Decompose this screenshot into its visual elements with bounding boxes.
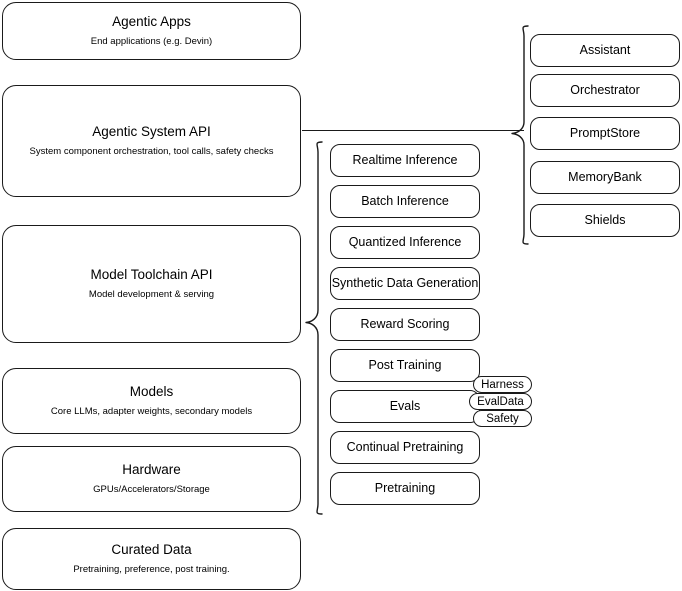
layer-title: Models <box>129 384 174 400</box>
layer-title: Hardware <box>122 462 181 478</box>
eval-badge-harness[interactable]: Harness <box>473 376 532 393</box>
system-item-label: PromptStore <box>569 125 641 140</box>
system-item-promptstore[interactable]: PromptStore <box>530 117 680 150</box>
toolchain-item-label: Synthetic Data Generation <box>331 275 479 290</box>
layer-title: Agentic Apps <box>112 14 191 30</box>
system-item-label: Orchestrator <box>570 82 640 97</box>
system-api-connector-line <box>302 130 524 132</box>
system-item-label: Assistant <box>579 42 631 57</box>
layer-title: Curated Data <box>111 542 192 558</box>
system-item-label: Shields <box>584 212 626 227</box>
toolchain-item-synthetic-data-generation[interactable]: Synthetic Data Generation <box>330 267 480 300</box>
system-item-assistant[interactable]: Assistant <box>530 34 680 67</box>
eval-badge-label: EvalData <box>477 395 524 408</box>
toolchain-item-label: Realtime Inference <box>352 152 458 167</box>
layer-box-curated-data[interactable]: Curated Data Pretraining, preference, po… <box>2 528 301 590</box>
toolchain-item-label: Evals <box>389 398 421 413</box>
layer-title: Model Toolchain API <box>90 267 213 283</box>
toolchain-item-continual-pretraining[interactable]: Continual Pretraining <box>330 431 480 464</box>
layer-subtitle: End applications (e.g. Devin) <box>90 36 213 47</box>
system-item-memorybank[interactable]: MemoryBank <box>530 161 680 194</box>
layer-subtitle: System component orchestration, tool cal… <box>29 146 274 157</box>
toolchain-item-quantized-inference[interactable]: Quantized Inference <box>330 226 480 259</box>
toolchain-item-label: Continual Pretraining <box>346 439 464 454</box>
layer-subtitle: Model development & serving <box>88 289 215 300</box>
layer-box-model-toolchain-api[interactable]: Model Toolchain API Model development & … <box>2 225 301 343</box>
layer-box-agentic-apps[interactable]: Agentic Apps End applications (e.g. Devi… <box>2 2 301 60</box>
eval-badge-label: Harness <box>481 378 524 391</box>
layer-subtitle: Core LLMs, adapter weights, secondary mo… <box>50 406 253 417</box>
toolchain-item-batch-inference[interactable]: Batch Inference <box>330 185 480 218</box>
toolchain-item-label: Post Training <box>368 357 442 372</box>
layer-subtitle: Pretraining, preference, post training. <box>73 564 230 575</box>
toolchain-item-label: Quantized Inference <box>348 234 462 249</box>
toolchain-item-pretraining[interactable]: Pretraining <box>330 472 480 505</box>
toolchain-item-reward-scoring[interactable]: Reward Scoring <box>330 308 480 341</box>
system-item-shields[interactable]: Shields <box>530 204 680 237</box>
layer-subtitle: GPUs/Accelerators/Storage <box>93 484 210 495</box>
eval-badge-safety[interactable]: Safety <box>473 410 532 427</box>
toolchain-item-label: Pretraining <box>374 480 436 495</box>
system-brace <box>506 24 530 248</box>
eval-badge-label: Safety <box>486 412 519 425</box>
layer-title: Agentic System API <box>92 124 211 140</box>
toolchain-item-label: Reward Scoring <box>360 316 450 331</box>
toolchain-item-evals[interactable]: Evals <box>330 390 480 423</box>
layer-box-agentic-system-api[interactable]: Agentic System API System component orch… <box>2 85 301 197</box>
system-item-label: MemoryBank <box>568 169 642 184</box>
toolchain-item-post-training[interactable]: Post Training <box>330 349 480 382</box>
toolchain-item-realtime-inference[interactable]: Realtime Inference <box>330 144 480 177</box>
layer-box-models[interactable]: Models Core LLMs, adapter weights, secon… <box>2 368 301 434</box>
toolchain-item-label: Batch Inference <box>361 193 449 208</box>
system-item-orchestrator[interactable]: Orchestrator <box>530 74 680 107</box>
layer-box-hardware[interactable]: Hardware GPUs/Accelerators/Storage <box>2 446 301 512</box>
eval-badge-evaldata[interactable]: EvalData <box>469 393 532 410</box>
toolchain-brace <box>300 140 324 518</box>
